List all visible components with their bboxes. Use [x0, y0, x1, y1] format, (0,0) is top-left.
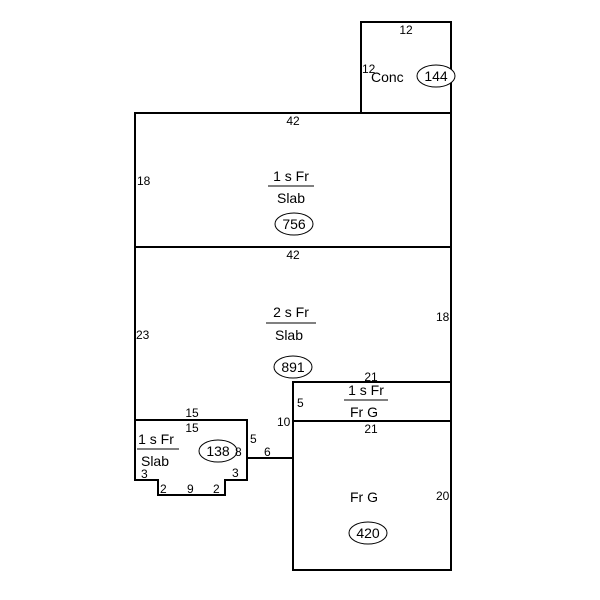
main-foundation-label: Slab — [275, 327, 303, 343]
dim-wing-step-left: 3 — [141, 467, 148, 481]
garage-area: 144 — [424, 68, 448, 84]
dim-upper-left: 18 — [137, 174, 151, 188]
small-wing-outline — [134, 419, 248, 496]
dim-wing-right-upper: 5 — [250, 432, 257, 446]
strip-outline — [292, 381, 452, 459]
dim-wing-top-2: 15 — [185, 421, 199, 435]
dim-wing-bottom-mid: 9 — [187, 482, 194, 496]
dim-wing-right-inner: 8 — [235, 445, 242, 459]
garage-outline — [360, 21, 452, 114]
dim-upper-top: 42 — [286, 114, 300, 128]
main-area: 891 — [281, 359, 305, 375]
dim-wing-top-1: 15 — [185, 406, 199, 420]
dim-lower-right: 20 — [436, 489, 450, 503]
wing-area: 138 — [206, 443, 230, 459]
dim-wing-connector: 6 — [264, 445, 271, 459]
dim-main-top: 42 — [286, 248, 300, 262]
dim-main-right: 18 — [436, 310, 450, 324]
dim-strip-bottom: 21 — [364, 422, 378, 436]
wing-story-label: 1 s Fr — [138, 431, 174, 447]
dim-wing-bottom-left: 2 — [160, 482, 167, 496]
main-area-oval — [273, 355, 313, 379]
strip-foundation-label: Fr G — [350, 404, 378, 420]
main-outline — [134, 112, 452, 571]
dim-garage-top: 12 — [399, 23, 413, 37]
lower-right-area: 420 — [356, 525, 380, 541]
wing-foundation-label: Slab — [141, 453, 169, 469]
wing-area-oval — [198, 439, 238, 463]
upper-area: 756 — [282, 216, 306, 232]
dim-strip-side: 5 — [297, 396, 304, 410]
strip-story-label: 1 s Fr — [348, 382, 384, 398]
dim-wing-bottom-right: 2 — [213, 482, 220, 496]
upper-foundation-label: Slab — [277, 190, 305, 206]
upper-story-label: 1 s Fr — [273, 168, 309, 184]
lower-right-area-oval — [348, 521, 388, 545]
dim-lower-left: 10 — [277, 415, 291, 429]
main-story-label: 2 s Fr — [273, 304, 309, 320]
lower-right-label: Fr G — [350, 489, 378, 505]
dim-main-left: 23 — [136, 328, 150, 342]
dim-wing-step-right: 3 — [232, 466, 239, 480]
upper-area-oval — [274, 212, 314, 236]
garage-label: Conc — [371, 69, 404, 85]
garage-area-oval — [416, 64, 456, 88]
dim-strip-top: 21 — [364, 370, 378, 384]
dim-garage-side: 12 — [362, 62, 376, 76]
